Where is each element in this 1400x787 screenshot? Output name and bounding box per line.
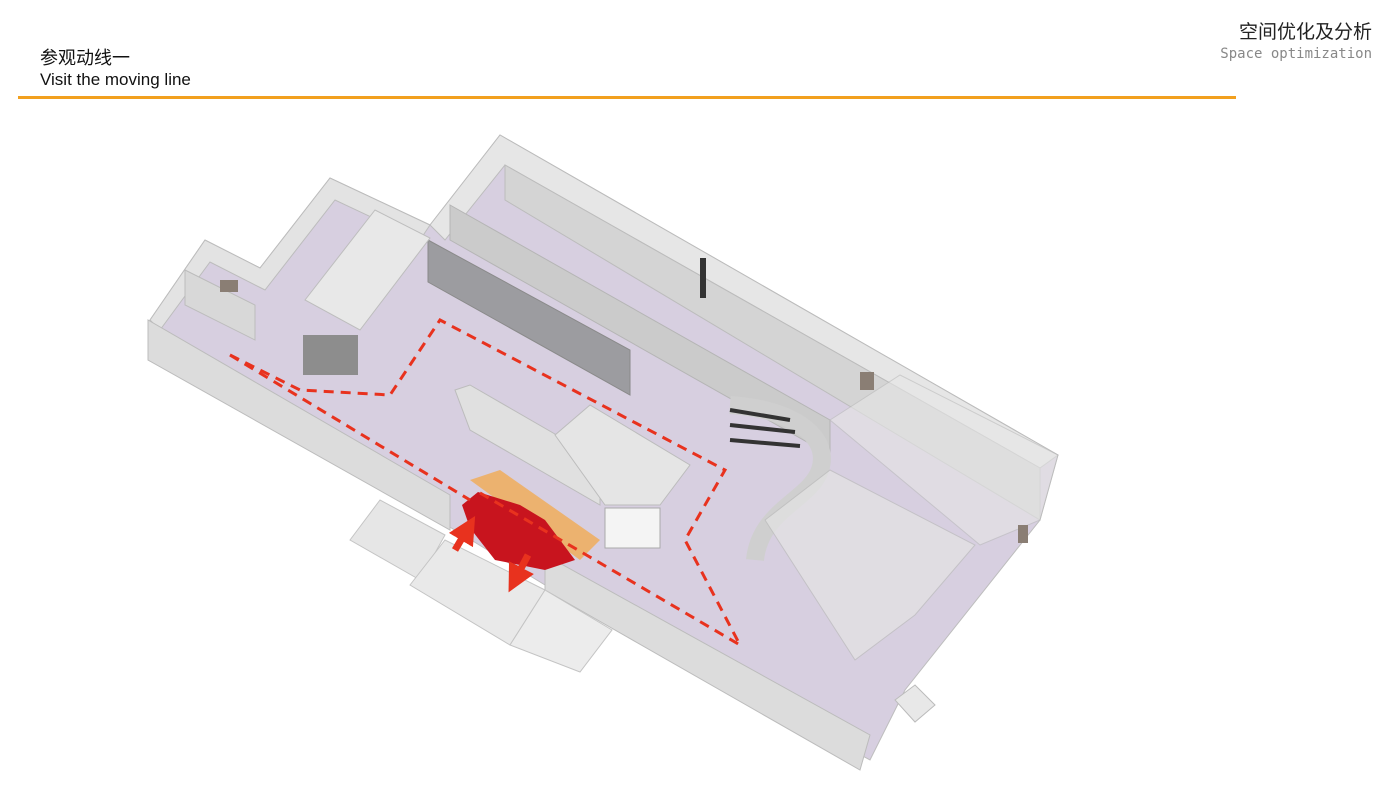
east-small-rooms [764, 469, 976, 661]
wall-panel-3 [1018, 525, 1028, 543]
west-room-door [303, 335, 358, 375]
east-room-block [829, 374, 1059, 546]
section-title-en: Space optimization [1220, 46, 1372, 62]
curved-stair-steps [729, 408, 801, 448]
wall-panel-2 [220, 280, 238, 292]
entry-arrow-icon [448, 515, 476, 552]
south-wall-east [544, 554, 871, 771]
section-title-cn: 空间优化及分析 [1238, 21, 1372, 43]
dark-pillar [700, 258, 706, 298]
wall-panel-1 [860, 372, 874, 390]
glass-wall [427, 239, 631, 396]
visitor-route [229, 318, 744, 649]
exit-arrow-icon [508, 553, 534, 593]
page-title-cn: 参观动线一 [40, 48, 130, 69]
east-corner-steps [894, 684, 936, 723]
visitor-route-west [229, 353, 471, 502]
west-room-partition [304, 209, 431, 331]
central-grille [604, 507, 661, 549]
page-title-en: Visit the moving line [40, 70, 191, 89]
orange-header-rule [18, 96, 1236, 99]
entrance-zone-red [462, 492, 575, 570]
entrance-platform [349, 499, 446, 581]
entrance-ramp [509, 589, 613, 673]
central-rooms [554, 404, 691, 506]
west-room-wall-a [184, 269, 256, 341]
